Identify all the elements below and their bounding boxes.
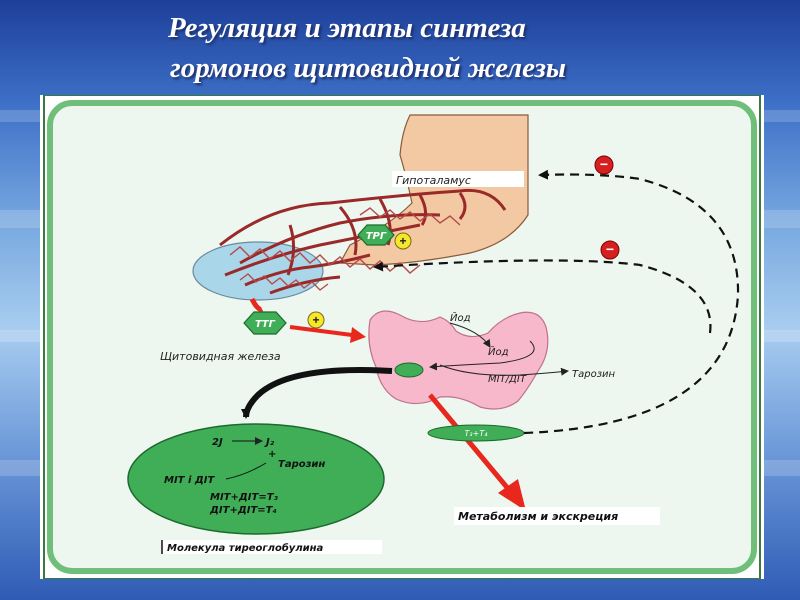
iodine-loop-arrow	[429, 340, 535, 371]
ellipse-eq1: МIТ+ДIТ=Т₃	[210, 492, 279, 503]
ellipse-eq2: ДIТ+ДIТ=Т₄	[209, 505, 277, 516]
ellipse-plus: +	[268, 449, 276, 460]
ellipse-j2: J₂	[264, 437, 275, 448]
minus-symbol-1: −	[600, 156, 608, 172]
title-line-2: гормонов щитовидной железы	[170, 52, 567, 84]
trg-plus-sign: +	[399, 234, 406, 248]
iodine-in-label: Йод	[450, 311, 471, 324]
black-arrow-to-thyroglobulin	[241, 367, 393, 419]
feedback-loop-pituitary	[373, 259, 712, 334]
red-arrow-pituitary-down	[249, 297, 264, 312]
ellipse-2j: 2J	[212, 437, 223, 448]
ttg-plus-circle	[307, 311, 325, 329]
red-arrow-ttg-line	[289, 325, 353, 337]
mit-dit-label: МIТ/ДIТ	[488, 374, 527, 385]
red-arrow-metabolism-head	[498, 479, 526, 511]
minus-sign-pituitary	[600, 240, 620, 260]
panel-outer-edge	[43, 95, 761, 579]
thyroid-regulation-diagram: Гипоталамус ТРГ + ТТГ + Щитовидная желез…	[43, 95, 761, 579]
t3t4-label: Т₃+Т₄	[465, 429, 489, 438]
thyroglobulin-label: Молекула тиреоглобулина	[167, 542, 324, 554]
slide-title: Регуляция и этапы синтеза гормонов щитов…	[168, 8, 768, 88]
thyroid-label: Щитовидная железа	[160, 350, 281, 363]
tyrosine-label: Тарозин	[572, 369, 616, 380]
thyroglobulin-ellipse	[127, 423, 385, 535]
thyroglobulin-label-box	[162, 540, 382, 554]
metabolism-label-box	[454, 507, 660, 525]
ellipse-tyrosine: Тарозин	[278, 459, 325, 470]
hypothalamus-label: Гипоталамус	[396, 174, 471, 187]
iodine-label: Йод	[488, 345, 509, 358]
ttg-hexagon	[243, 311, 287, 335]
colloid-oval	[394, 362, 424, 378]
minus-sign-hypothalamus	[594, 155, 614, 175]
red-arrow-ttg-head	[350, 327, 366, 343]
vessel-mesh	[229, 207, 461, 291]
feedback-loop-hypothalamus	[523, 169, 740, 435]
red-arrow-metabolism-line	[428, 393, 512, 493]
diagram-panel: Гипоталамус ТРГ + ТТГ + Щитовидная желез…	[40, 95, 764, 579]
trg-label: ТРГ	[366, 231, 387, 242]
thyroid-gland	[368, 310, 549, 410]
tyrosine-arrow	[439, 364, 569, 376]
ellipse-link-line	[225, 462, 267, 480]
trg-plus-circle	[394, 232, 412, 250]
trg-hexagon	[357, 224, 395, 246]
iodine-in-arrow	[449, 322, 491, 348]
ellipse-mit-dit: МIТ і ДIТ	[164, 475, 216, 486]
title-line-1: Регуляция и этапы синтеза	[168, 12, 526, 44]
ttg-label: ТТГ	[255, 319, 276, 330]
minus-symbol-2: −	[606, 241, 614, 257]
hypothalamus-label-box	[392, 171, 524, 187]
portal-vessels	[219, 188, 507, 295]
ttg-plus-sign: +	[312, 313, 319, 327]
metabolism-label: Метаболизм и экскреция	[458, 510, 618, 523]
